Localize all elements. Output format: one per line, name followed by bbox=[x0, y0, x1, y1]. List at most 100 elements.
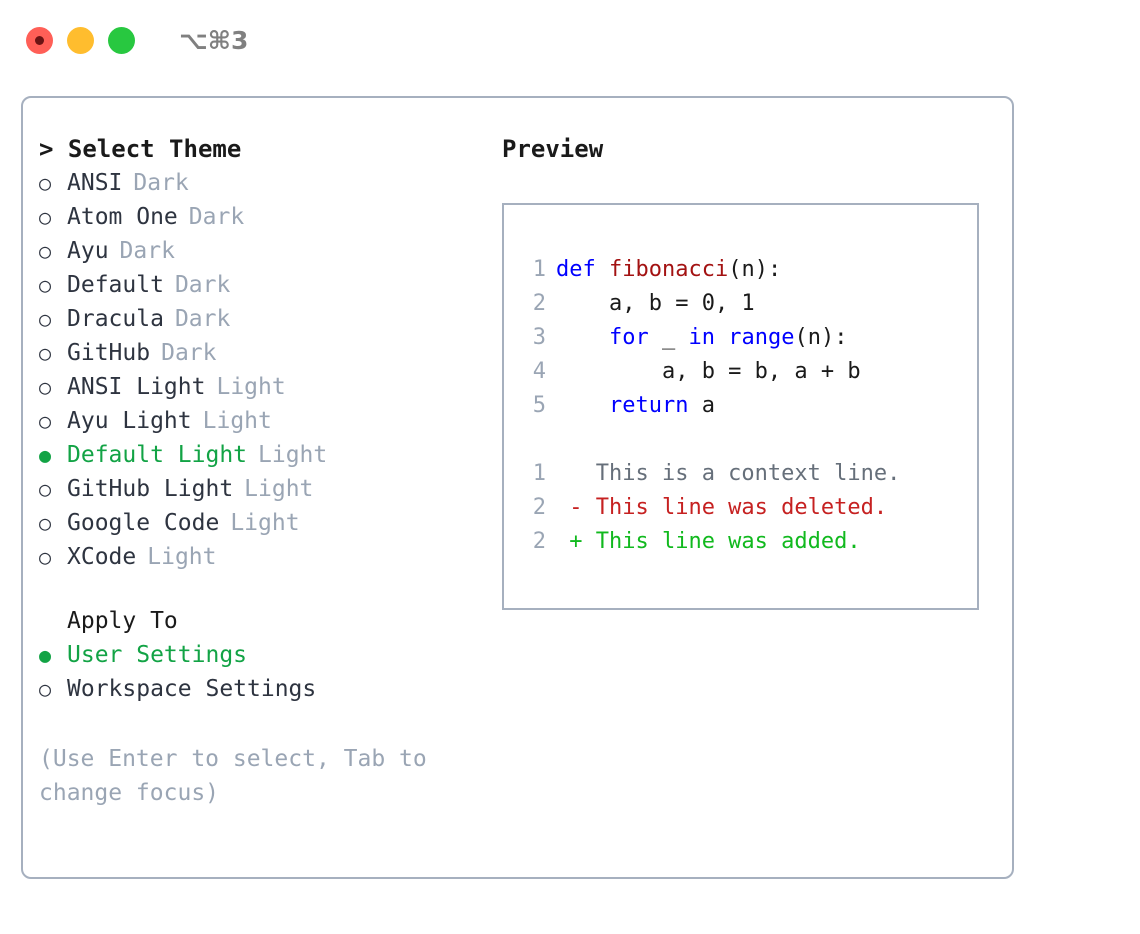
code-line-text: a, b = b, a + b bbox=[556, 355, 861, 389]
theme-option-tag: Light bbox=[147, 544, 217, 570]
code-line: 1 def fibonacci(n): bbox=[518, 253, 977, 287]
close-window-icon[interactable] bbox=[26, 26, 53, 54]
theme-option-label: XCode bbox=[67, 544, 137, 570]
code-line-number: 1 bbox=[532, 257, 546, 282]
apply-to-option[interactable]: ● User Settings bbox=[39, 638, 489, 672]
code-line: 4 a, b = b, a + b bbox=[518, 355, 977, 389]
code-line-text: return a bbox=[556, 389, 715, 423]
code-token: (n): bbox=[794, 325, 848, 350]
diff-line-number: 2 bbox=[532, 495, 546, 520]
code-token: def bbox=[556, 257, 609, 282]
theme-option-label: Dracula bbox=[67, 306, 164, 332]
code-token bbox=[556, 325, 609, 350]
code-line-text: for _ in range(n): bbox=[556, 321, 847, 355]
select-theme-header: > Select Theme bbox=[39, 135, 242, 163]
code-token: a, b = b, a + b bbox=[556, 359, 861, 384]
theme-option-label: Google Code bbox=[67, 510, 220, 536]
diff-line-text: - This line was deleted. bbox=[556, 495, 888, 520]
theme-option-tag: Dark bbox=[174, 306, 231, 332]
theme-option-tag: Dark bbox=[174, 272, 231, 298]
code-diff-separator bbox=[518, 423, 977, 457]
theme-option-label: Default Light bbox=[67, 442, 248, 468]
theme-option-label: Ayu bbox=[67, 238, 109, 264]
theme-option[interactable]: ○ GitHub Light Light bbox=[39, 472, 489, 506]
radio-unselected-icon: ○ bbox=[39, 171, 52, 195]
diff-line: 2 + This line was added. bbox=[518, 525, 977, 559]
traffic-lights bbox=[26, 26, 135, 54]
title-bar: ⌥⌘3 bbox=[0, 0, 1140, 80]
list-spacer bbox=[39, 574, 489, 604]
preview-title: Preview bbox=[502, 135, 604, 163]
theme-option-label: GitHub bbox=[67, 340, 151, 366]
theme-option[interactable]: ○ ANSI Dark bbox=[39, 166, 489, 200]
theme-option-label: ANSI bbox=[67, 170, 123, 196]
apply-to-list[interactable]: ● User Settings ○Workspace Settings bbox=[39, 638, 489, 706]
theme-option-tag: Light bbox=[258, 442, 328, 468]
radio-unselected-icon: ○ bbox=[39, 205, 52, 229]
code-token bbox=[715, 325, 728, 350]
maximize-window-icon[interactable] bbox=[108, 26, 135, 54]
radio-unselected-icon: ○ bbox=[39, 511, 52, 535]
code-token: (n): bbox=[728, 257, 782, 282]
theme-option-tag: Dark bbox=[119, 238, 175, 264]
theme-option[interactable]: ● Default Light Light bbox=[39, 438, 489, 472]
theme-option[interactable]: ○ Default Dark bbox=[39, 268, 489, 302]
radio-selected-icon: ● bbox=[39, 643, 52, 667]
apply-to-option-label: Workspace Settings bbox=[67, 676, 317, 702]
theme-option-label: ANSI Light bbox=[67, 374, 206, 400]
diff-line-text: This is a context line. bbox=[556, 461, 901, 486]
apply-to-option[interactable]: ○Workspace Settings bbox=[39, 672, 489, 706]
code-line-text: a, b = 0, 1 bbox=[556, 287, 755, 321]
keyboard-shortcut-label: ⌥⌘3 bbox=[179, 25, 249, 55]
minimize-window-icon[interactable] bbox=[67, 26, 94, 54]
code-line-text: def fibonacci(n): bbox=[556, 253, 781, 287]
code-line: 2 a, b = 0, 1 bbox=[518, 287, 977, 321]
theme-option-label: GitHub Light bbox=[67, 476, 234, 502]
code-line-number: 2 bbox=[532, 291, 546, 316]
theme-option-tag: Dark bbox=[188, 204, 245, 230]
theme-option-tag: Light bbox=[202, 408, 272, 434]
theme-option-label: Ayu Light bbox=[67, 408, 192, 434]
apply-to-option-label: User Settings bbox=[67, 642, 248, 668]
code-line-number: 3 bbox=[532, 325, 546, 350]
code-line-number: 4 bbox=[532, 359, 546, 384]
theme-option-tag: Dark bbox=[133, 170, 189, 196]
radio-unselected-icon: ○ bbox=[39, 545, 52, 569]
radio-unselected-icon: ○ bbox=[39, 477, 52, 501]
code-token: range bbox=[728, 325, 795, 350]
diff-line-number: 2 bbox=[532, 529, 546, 554]
code-token: fibonacci bbox=[608, 257, 729, 282]
radio-unselected-icon: ○ bbox=[39, 409, 52, 433]
code-token bbox=[556, 393, 609, 418]
radio-unselected-icon: ○ bbox=[39, 341, 52, 365]
diff-line-number: 1 bbox=[532, 461, 546, 486]
code-token: a, b = 0, 1 bbox=[556, 291, 755, 316]
theme-option[interactable]: ○ Google Code Light bbox=[39, 506, 489, 540]
radio-unselected-icon: ○ bbox=[39, 375, 52, 399]
code-line: 3 for _ in range(n): bbox=[518, 321, 977, 355]
theme-option[interactable]: ○ XCode Light bbox=[39, 540, 489, 574]
code-line: 5 return a bbox=[518, 389, 977, 423]
code-token: in bbox=[688, 325, 715, 350]
diff-line: 1 This is a context line. bbox=[518, 457, 977, 491]
theme-option-tag: Light bbox=[230, 510, 300, 536]
radio-unselected-icon: ○ bbox=[39, 273, 52, 297]
keyboard-hint-text: (Use Enter to select, Tab to change focu… bbox=[39, 746, 441, 806]
theme-option-label: Default bbox=[67, 272, 164, 298]
code-token: for bbox=[608, 325, 649, 350]
theme-option-tag: Light bbox=[244, 476, 314, 502]
theme-option[interactable]: ○ Ayu Light Light bbox=[39, 404, 489, 438]
diff-line: 2 - This line was deleted. bbox=[518, 491, 977, 525]
radio-selected-icon: ● bbox=[39, 443, 52, 467]
